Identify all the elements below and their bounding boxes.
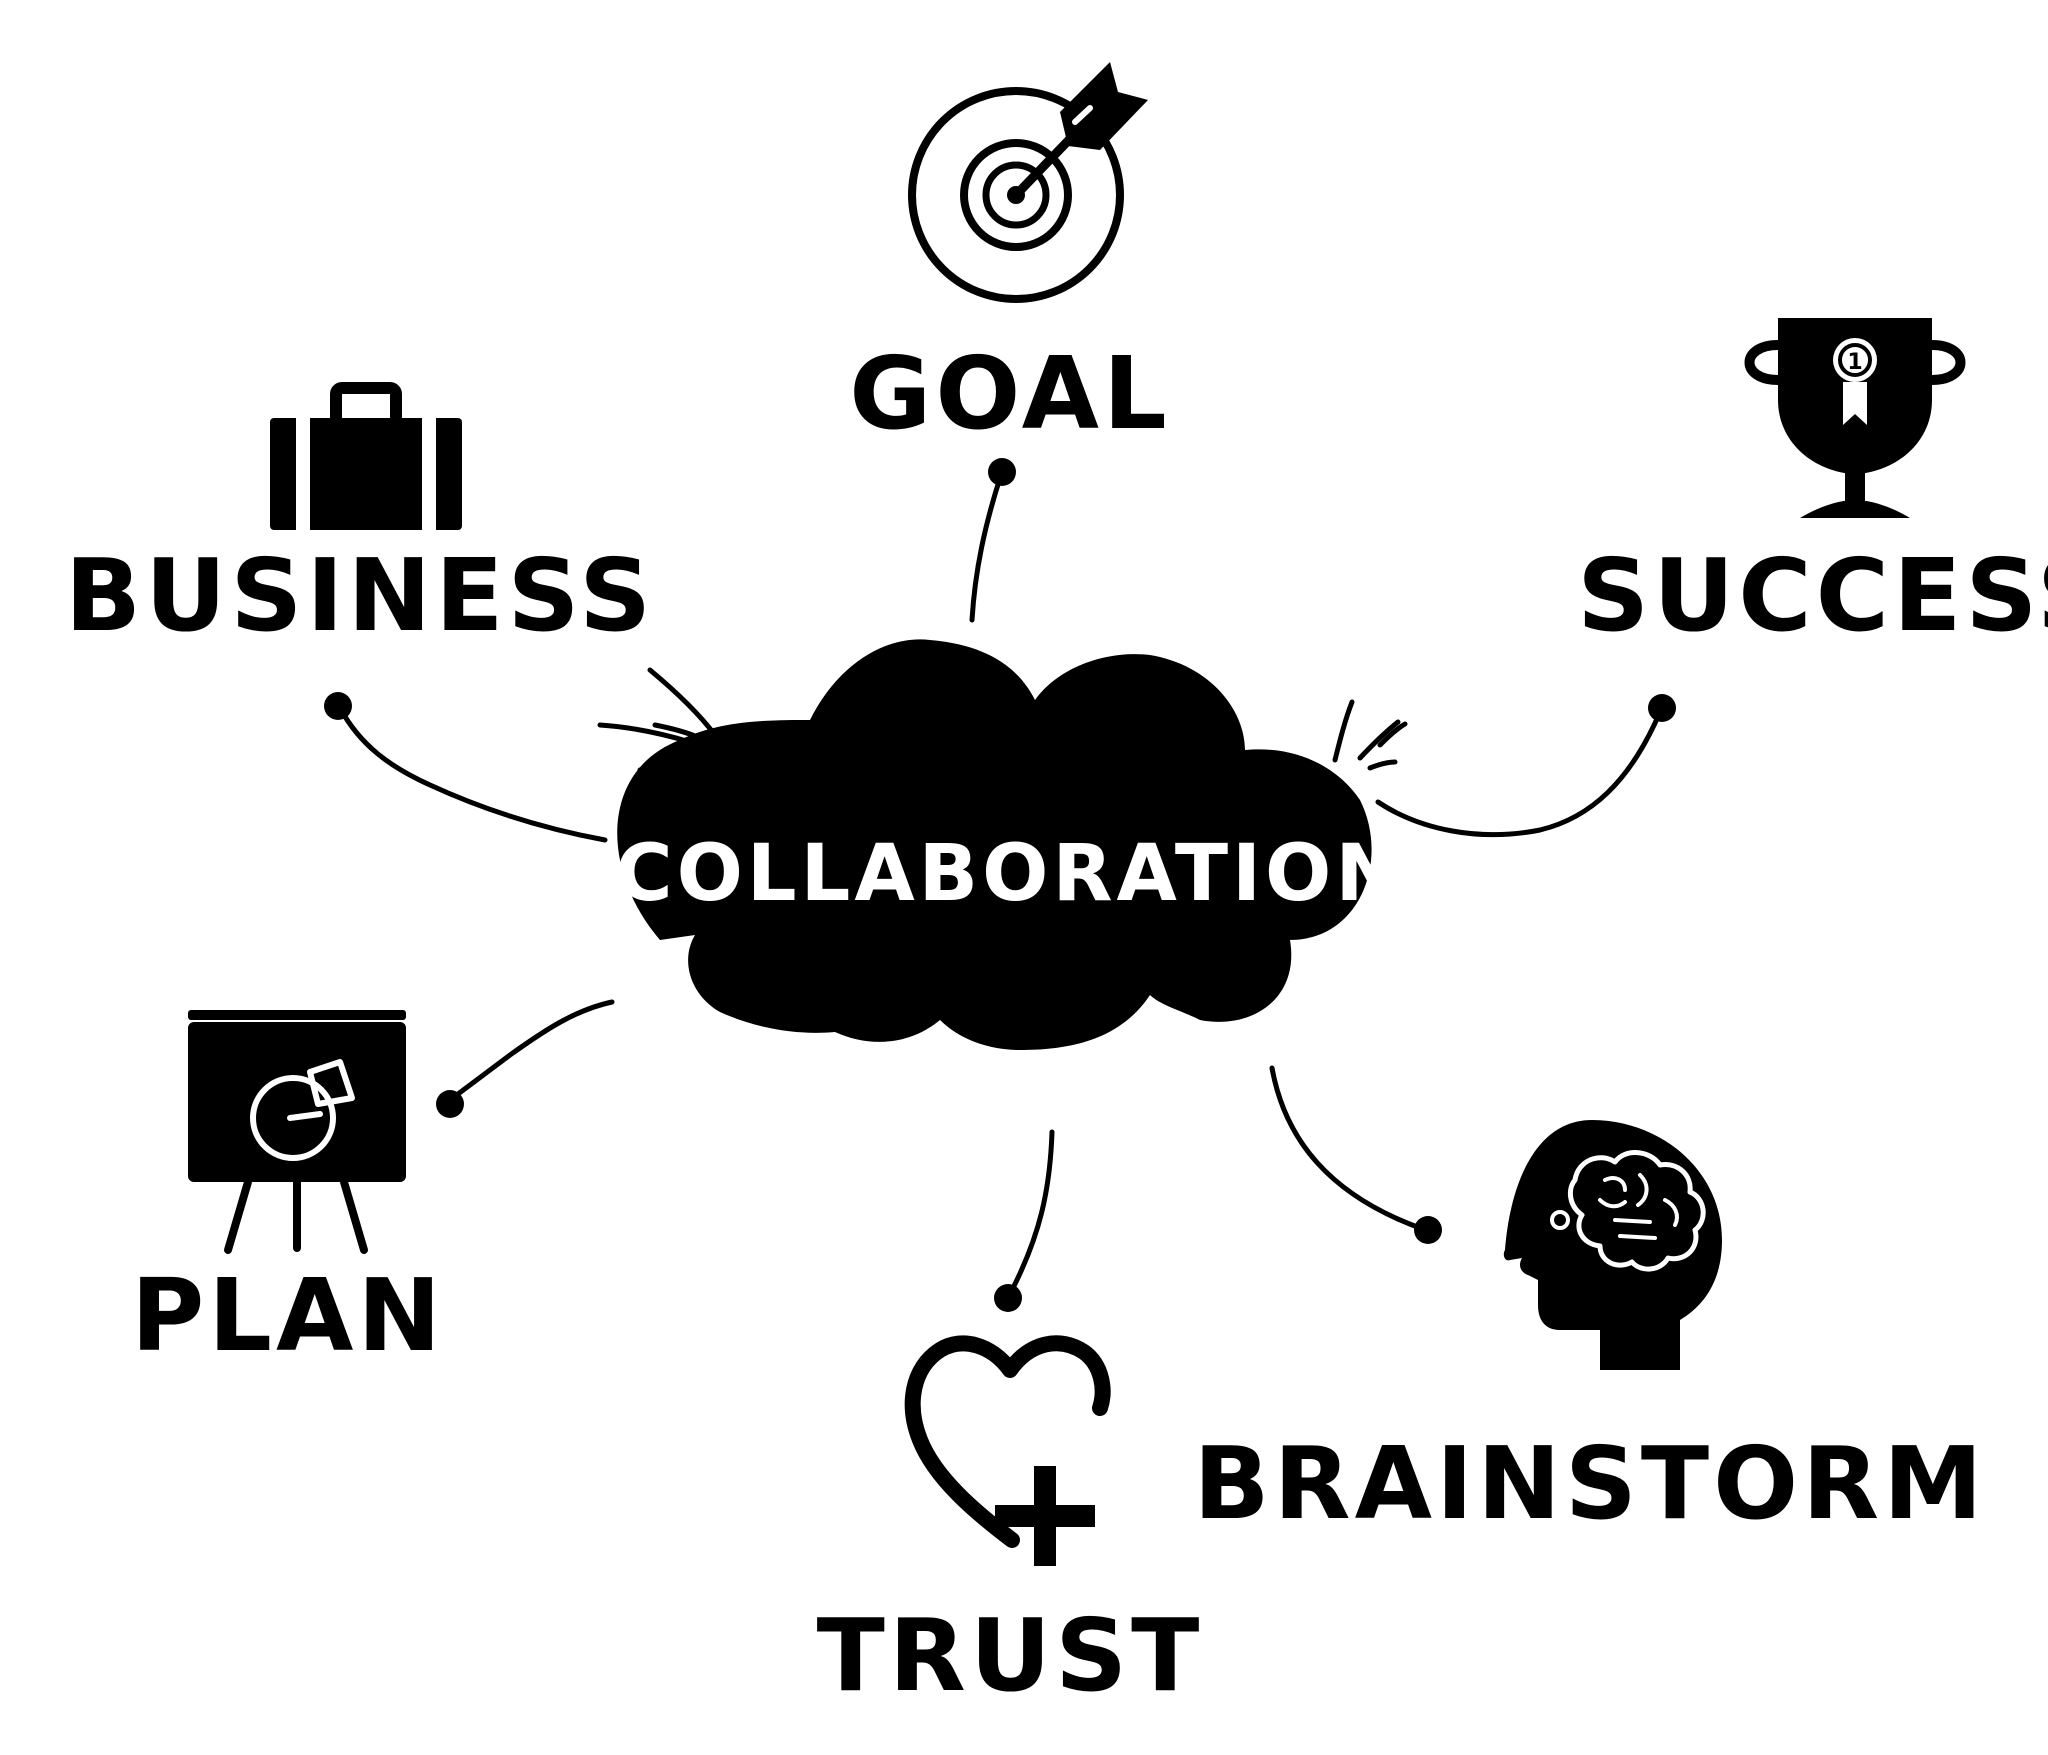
trophy-icon: 1 bbox=[1744, 318, 1966, 518]
center-cloud: COLLABORATION bbox=[615, 639, 1404, 1050]
brainstorm-label: BRAINSTORM bbox=[1193, 1425, 1986, 1542]
trophy-number: 1 bbox=[1847, 350, 1862, 375]
node-plan: PLAN bbox=[131, 1010, 445, 1374]
emphasis-strokes-left bbox=[597, 667, 718, 773]
node-success: 1 SUCCESS bbox=[1577, 318, 2048, 654]
presentation-board-icon bbox=[188, 1010, 406, 1254]
emphasis-strokes-right bbox=[1332, 699, 1408, 771]
connector-success bbox=[1375, 709, 1663, 838]
connector-plan bbox=[447, 999, 615, 1103]
trust-label: TRUST bbox=[817, 1597, 1204, 1714]
node-goal: GOAL bbox=[849, 62, 1171, 452]
node-business: BUSINESS bbox=[65, 382, 655, 654]
connector-dot-brainstorm bbox=[1414, 1216, 1442, 1244]
goal-label: GOAL bbox=[849, 335, 1171, 452]
target-icon bbox=[908, 62, 1148, 303]
connector-dot-plan bbox=[436, 1090, 464, 1118]
connector-dot-business bbox=[324, 692, 352, 720]
brain-icon bbox=[1567, 1150, 1706, 1272]
connector-business bbox=[337, 705, 608, 843]
briefcase-icon bbox=[270, 382, 462, 530]
node-trust: TRUST bbox=[817, 1335, 1204, 1714]
plan-label: PLAN bbox=[131, 1257, 445, 1374]
business-label: BUSINESS bbox=[65, 537, 655, 654]
connector-dot-trust bbox=[994, 1284, 1022, 1312]
brain-head-icon bbox=[1503, 1120, 1722, 1370]
center-label: COLLABORATION bbox=[615, 829, 1404, 919]
success-label: SUCCESS bbox=[1577, 537, 2048, 654]
connector-dot-goal bbox=[988, 458, 1016, 486]
node-brainstorm: BRAINSTORM bbox=[1193, 1120, 1986, 1542]
connector-trust bbox=[1009, 1129, 1055, 1293]
connector-dot-success bbox=[1648, 694, 1676, 722]
connector-goal bbox=[969, 475, 1003, 623]
heart-plus-icon bbox=[904, 1335, 1111, 1566]
connector-brainstorm bbox=[1269, 1065, 1423, 1231]
